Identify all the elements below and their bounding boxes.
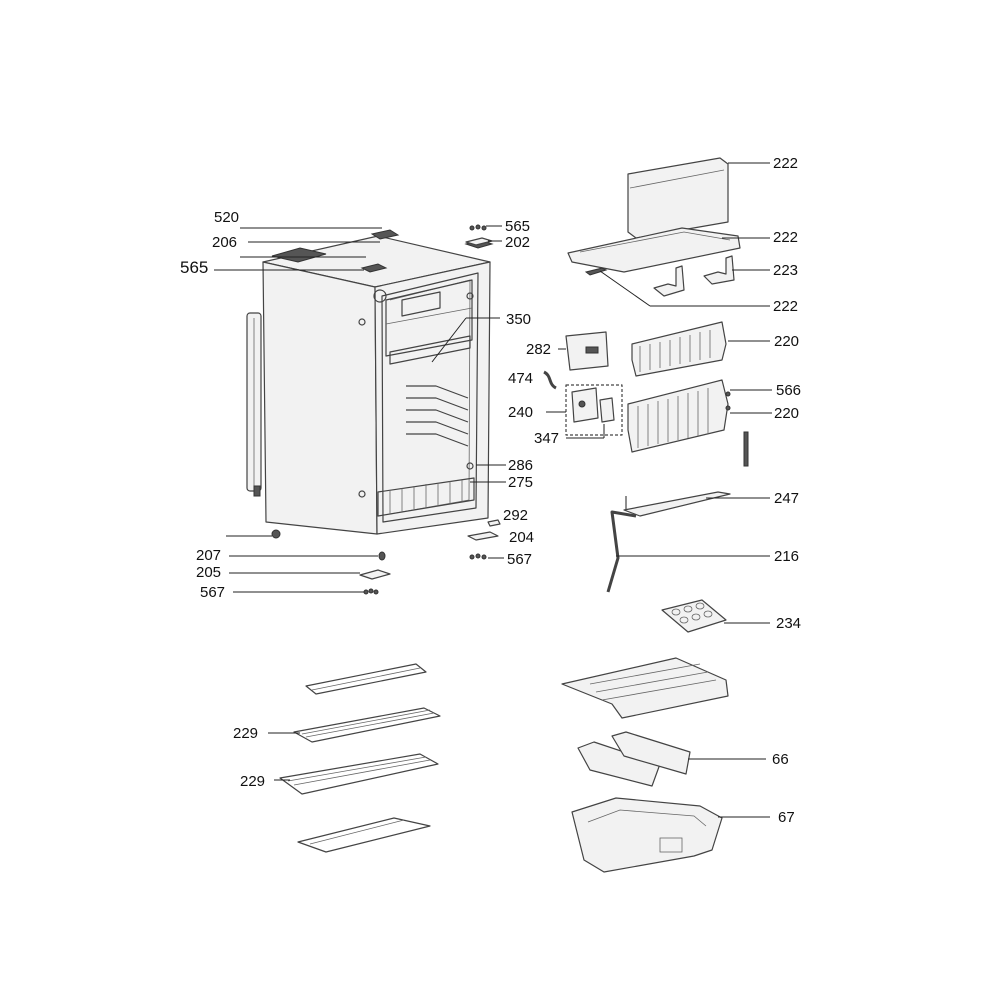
callout-565: 565 <box>505 218 530 235</box>
callout-566: 566 <box>776 382 801 399</box>
callout-206: 206 <box>212 234 237 251</box>
callout-202: 202 <box>505 234 530 251</box>
callout-247: 247 <box>774 490 799 507</box>
callout-222: 222 <box>773 155 798 172</box>
callout-216: 216 <box>774 548 799 565</box>
callout-220: 220 <box>774 405 799 422</box>
callout-474: 474 <box>508 370 533 387</box>
door-bin-220-upper <box>631 321 727 377</box>
drip-tray-247 <box>623 491 731 517</box>
cable-474 <box>543 370 557 390</box>
callout-229: 229 <box>240 773 265 790</box>
callout-565: 565 <box>180 258 208 277</box>
callout-labels: 520 206 565 565 202 350 286 275 292 204 … <box>180 155 801 826</box>
wire-shelf-top <box>305 663 427 695</box>
callout-222: 222 <box>773 229 798 246</box>
leader-lines <box>214 162 772 818</box>
callout-282: 282 <box>526 341 551 358</box>
callout-567: 567 <box>507 551 532 568</box>
callout-204: 204 <box>509 529 534 546</box>
handle-222 <box>584 267 608 276</box>
callout-567: 567 <box>200 584 225 601</box>
fridge-cabinet <box>246 229 494 539</box>
wire-shelf-229-lower <box>279 753 439 795</box>
callout-207: 207 <box>196 547 221 564</box>
ice-tray-234 <box>661 599 727 633</box>
callout-350: 350 <box>506 311 531 328</box>
callout-66: 66 <box>772 751 789 768</box>
hinge-223 <box>653 255 735 297</box>
callout-520: 520 <box>214 209 239 226</box>
hardware-292-204-567 <box>467 519 501 560</box>
callout-234: 234 <box>776 615 801 632</box>
door-panel-222 <box>627 157 729 239</box>
callout-205: 205 <box>196 564 221 581</box>
wire-shelf-bottom <box>297 817 431 853</box>
callout-229: 229 <box>233 725 258 742</box>
callout-292: 292 <box>503 507 528 524</box>
callout-67: 67 <box>778 809 795 826</box>
callout-347: 347 <box>534 430 559 447</box>
hardware-565-202 <box>465 224 493 246</box>
drain-tube-216 <box>606 510 637 593</box>
covers-66 <box>577 731 691 787</box>
wire-shelf-229-upper <box>293 707 441 743</box>
control-box-282 <box>565 331 609 371</box>
cabinet-bottom-grid <box>377 477 475 517</box>
control-unit-240-347 <box>565 384 623 436</box>
shelf-rails <box>406 385 469 447</box>
evaporator-plate <box>561 657 729 719</box>
callout-223: 223 <box>773 262 798 279</box>
callout-275: 275 <box>508 474 533 491</box>
door-frame-222 <box>567 227 741 273</box>
hardware-207-205-567 <box>359 551 391 595</box>
door-bin-220-lower <box>627 379 749 467</box>
callout-222: 222 <box>773 298 798 315</box>
callout-220: 220 <box>774 333 799 350</box>
callout-286: 286 <box>508 457 533 474</box>
crisper-drawer-67 <box>571 797 723 873</box>
callout-240: 240 <box>508 404 533 421</box>
